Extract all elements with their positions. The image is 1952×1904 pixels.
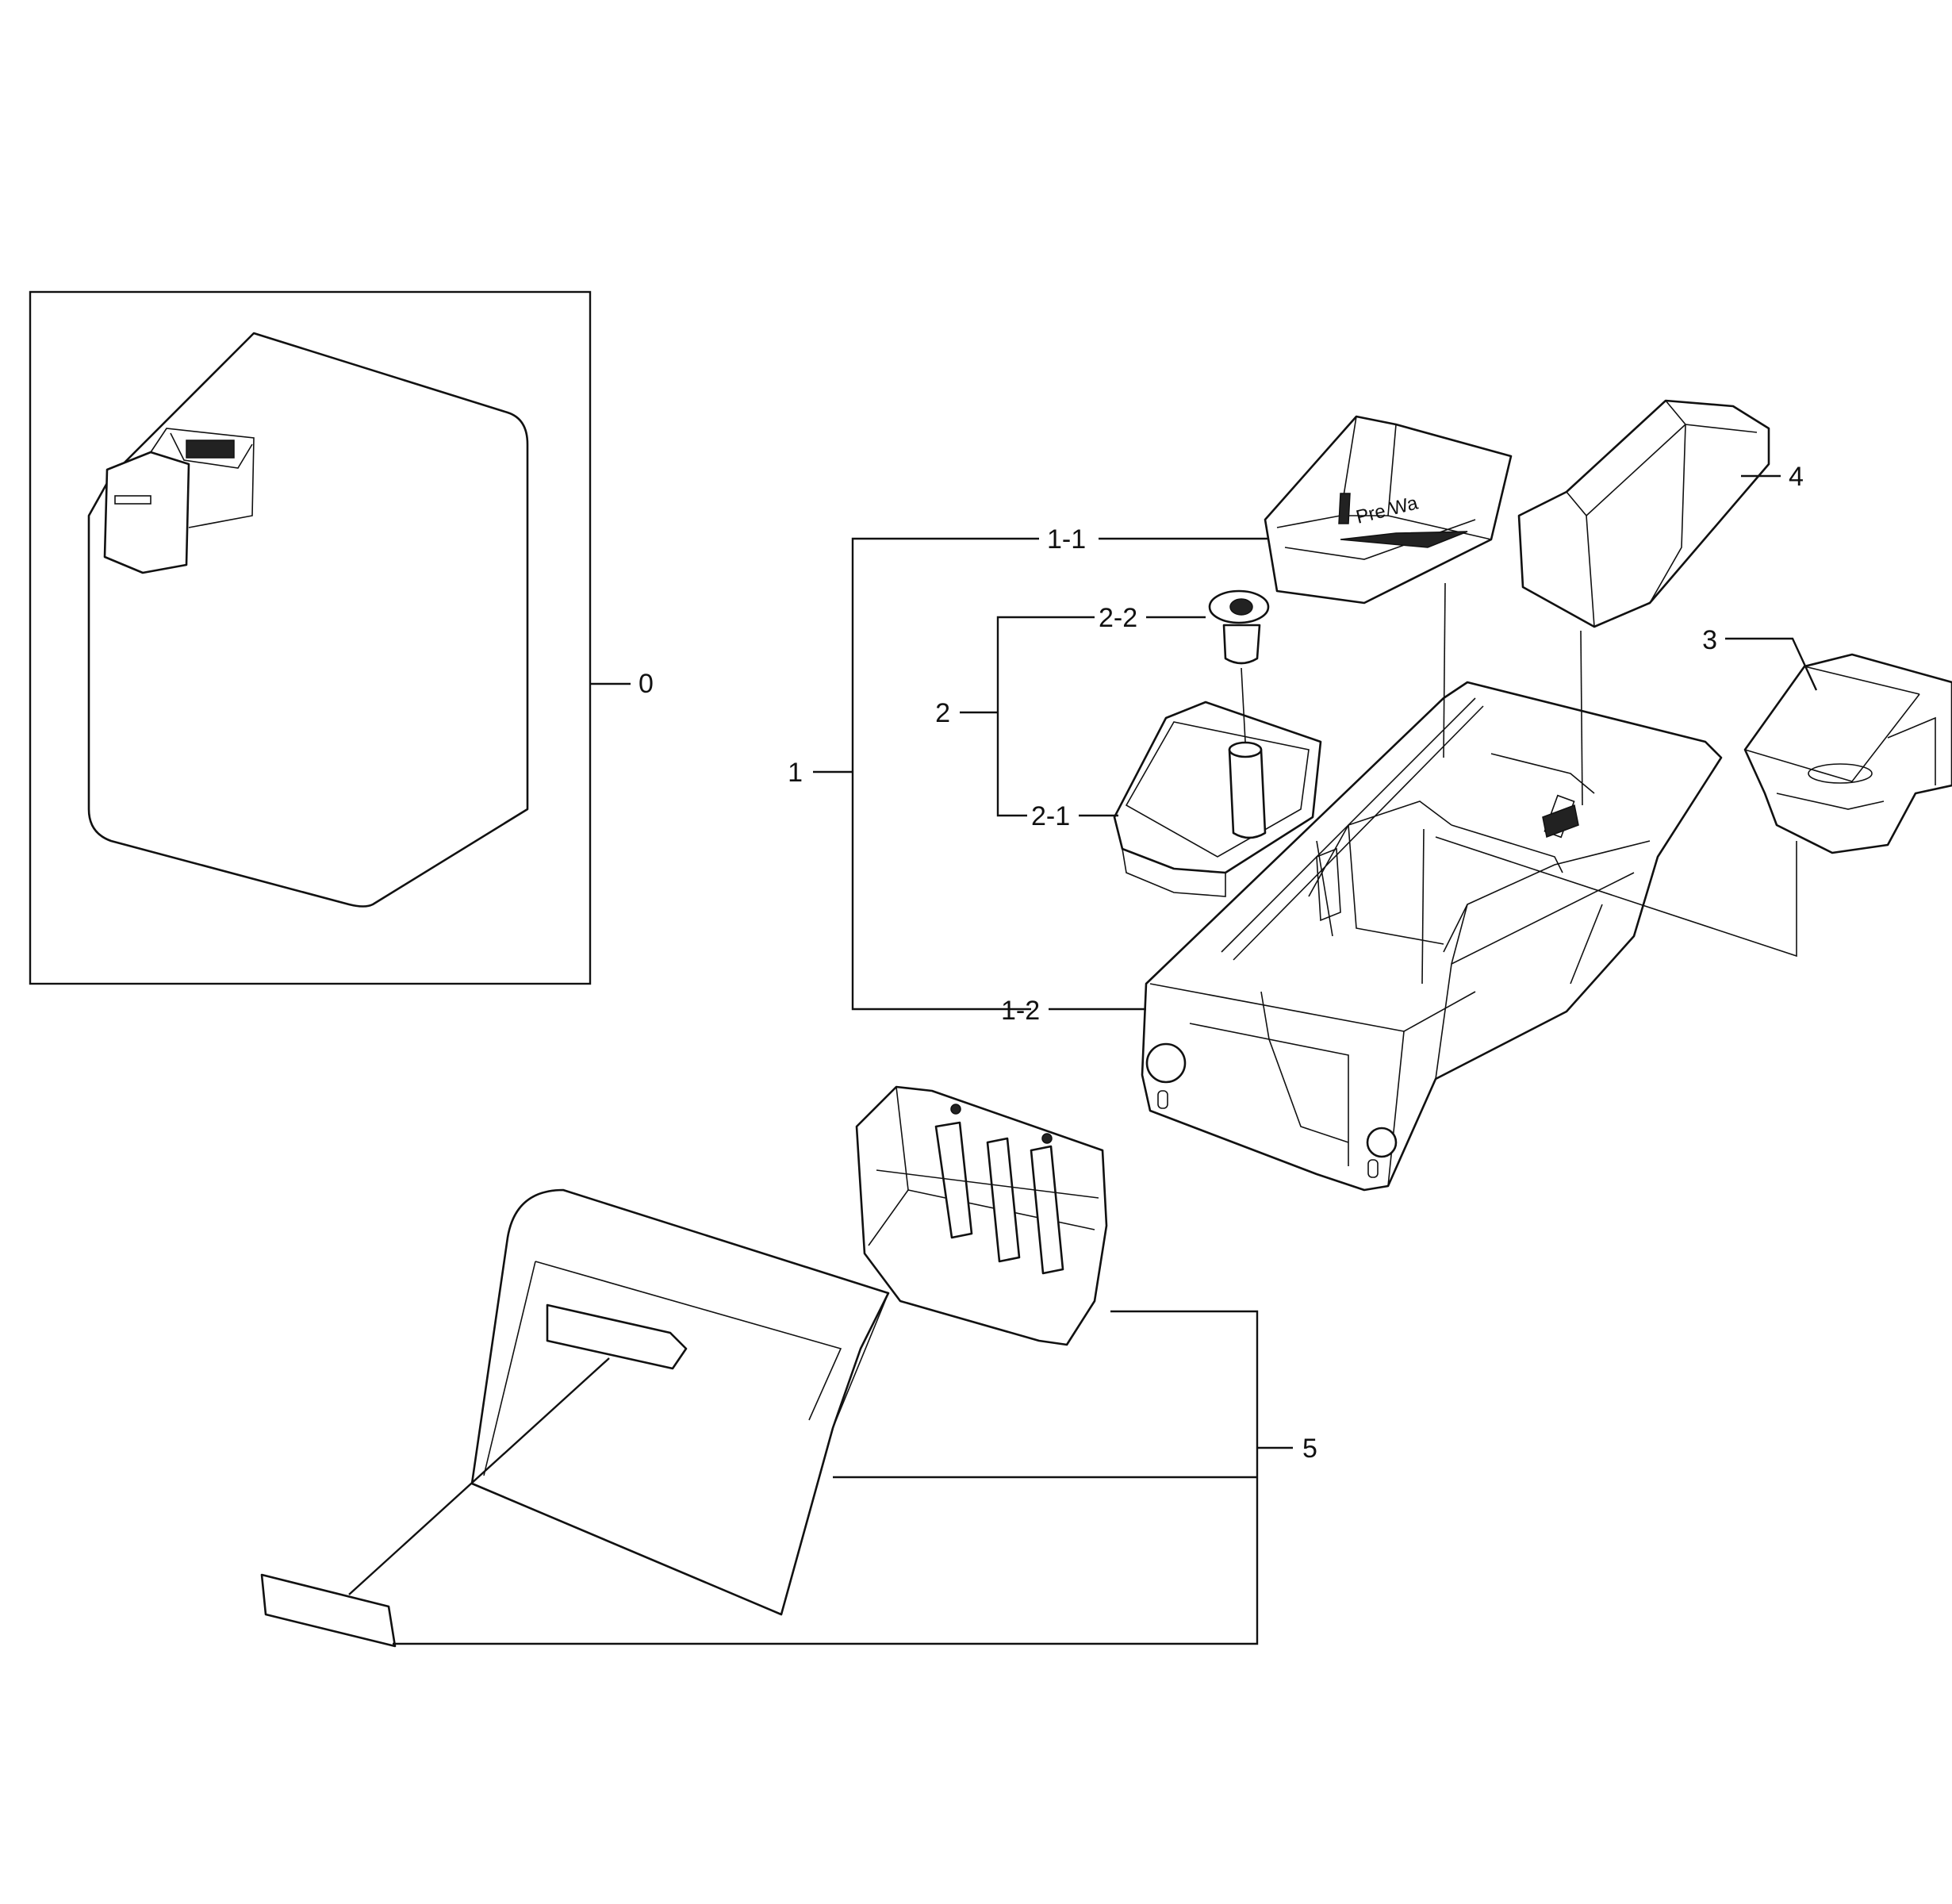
- callout-0: 0: [639, 669, 654, 699]
- callout-3: 3: [1702, 625, 1717, 655]
- part-5-drawer-front: 5: [260, 1085, 1317, 1648]
- overview-dispenser-drawer: [103, 451, 190, 574]
- overview-cabinet: [87, 332, 529, 908]
- part-1-1-prewash-tray: Pre Wa: [1264, 415, 1513, 605]
- callout-4: 4: [1789, 462, 1804, 492]
- part-4-tray: 4: [1517, 399, 1804, 628]
- assembly-overview-panel: 0: [29, 290, 654, 985]
- callout-1-1: 1-1: [1047, 524, 1086, 555]
- callout-2-1: 2-1: [1031, 801, 1070, 831]
- part-2-2-siphon-cap: [1208, 589, 1270, 665]
- callout-1-2: 1-2: [1001, 996, 1040, 1026]
- decal-leader: [348, 1357, 610, 1595]
- part-3-cup: 3: [1702, 625, 1952, 854]
- leader-2-bracket: [996, 616, 1095, 817]
- callout-2: 2: [935, 698, 950, 728]
- part-2-1-softener-cup: [1113, 701, 1322, 897]
- leader-3: [1725, 637, 1818, 691]
- overview-drawer-compartments: [186, 440, 235, 459]
- part-1-2-housing: [1141, 681, 1723, 1192]
- callout-5: 5: [1302, 1434, 1317, 1464]
- callout-1: 1: [788, 758, 803, 788]
- callout-leaders: 1 1-1 1-2 2 2-2 2-1: [788, 524, 1797, 1026]
- leader-1-bracket: [851, 537, 1039, 1011]
- callout-2-2: 2-2: [1099, 603, 1137, 633]
- overview-frame: [29, 290, 592, 985]
